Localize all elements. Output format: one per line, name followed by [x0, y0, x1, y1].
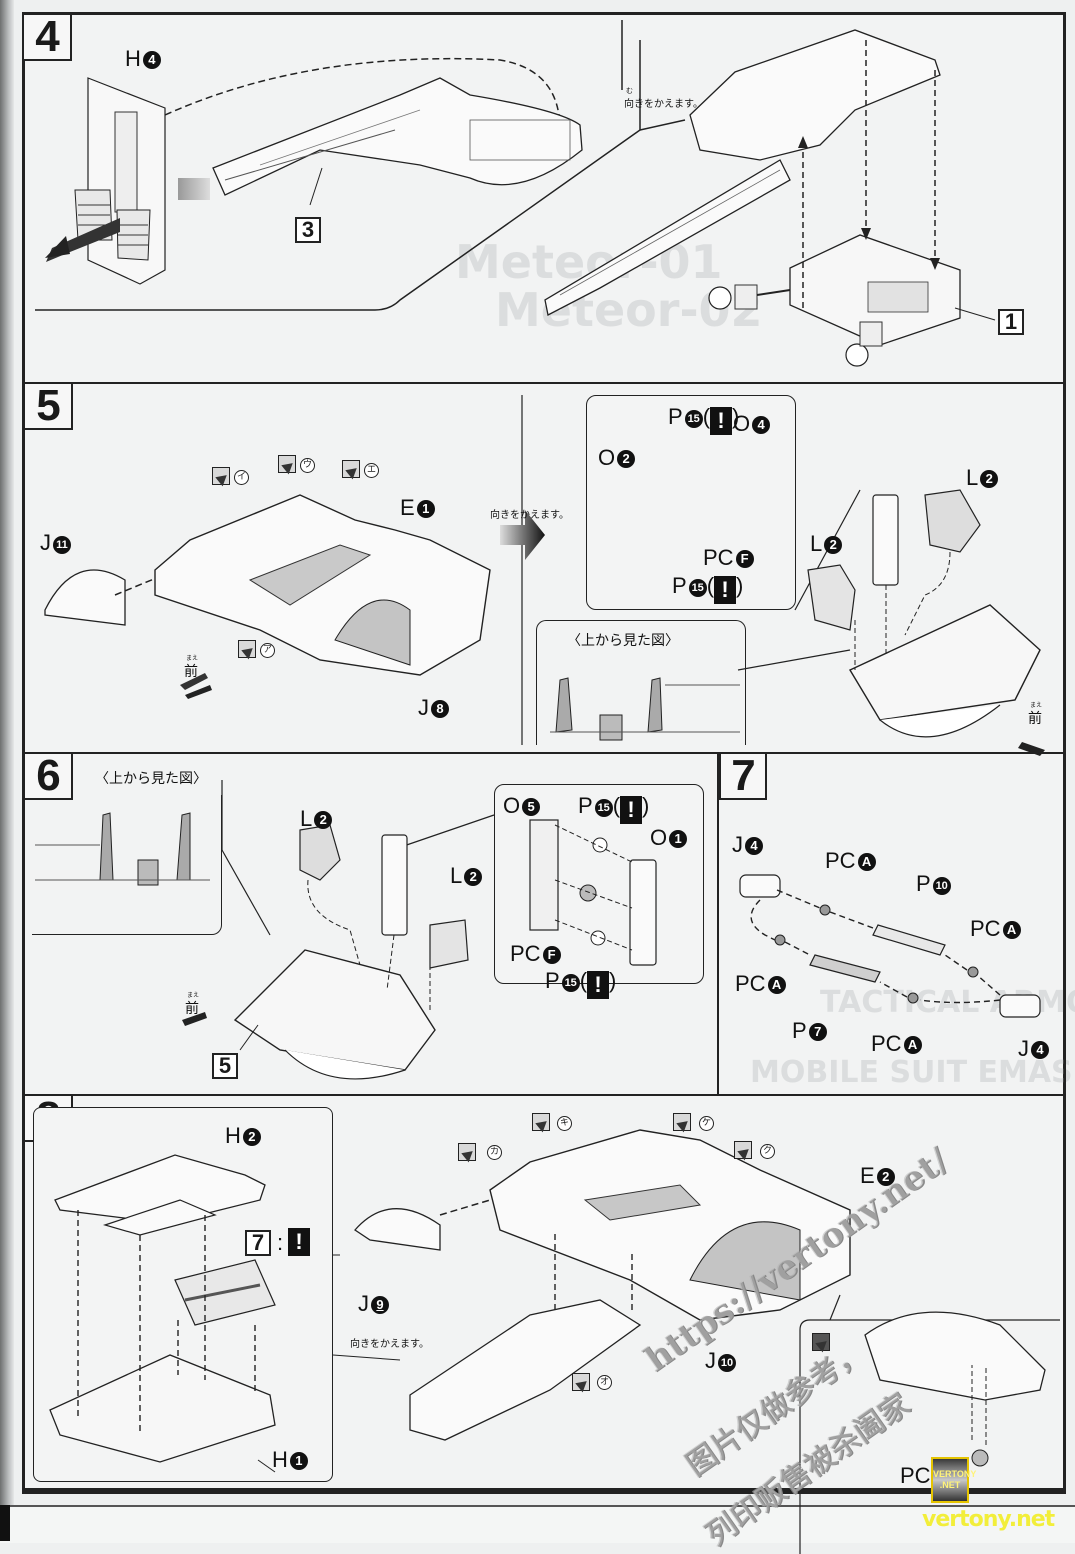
note-reorient: 向きをかえます。	[490, 510, 569, 521]
step-8-drawing	[49, 1129, 1060, 1554]
step-number: 7	[719, 754, 767, 800]
sticker-mark-a: ア	[260, 643, 275, 658]
step-6-top-view-inset	[32, 795, 222, 935]
sticker-icon	[212, 467, 230, 485]
sticker-icon	[532, 1113, 550, 1131]
note-reorient: 向きをかえます。	[350, 1339, 429, 1350]
step-number: 4	[24, 15, 72, 61]
step-5-top-view-inset	[536, 620, 746, 745]
subassembly-3: 3	[295, 217, 321, 243]
sticker-icon	[342, 460, 360, 478]
step-6-drawing	[35, 780, 657, 1080]
sticker-icon	[278, 455, 296, 473]
vertony-footer: vertony.net	[922, 1507, 1055, 1532]
sticker-mark-ka: カ	[487, 1145, 502, 1160]
top-view-caption: 〈上から見た図〉	[567, 633, 679, 649]
step-number: 5	[25, 384, 73, 430]
note-reorient: む向きをかえます。	[624, 87, 703, 110]
sticker-mark-i: イ	[234, 470, 249, 485]
base-part-1	[708, 234, 961, 367]
part-3-assembly	[212, 77, 583, 196]
step-4-callout-lines	[35, 20, 996, 367]
sticker-mark-o: オ	[597, 1375, 612, 1390]
subassembly-1: 1	[998, 309, 1024, 335]
step-number: 6	[25, 754, 73, 800]
step-6-detail-inset	[494, 784, 704, 984]
sticker-mark-u: ウ	[300, 458, 315, 473]
sticker-icon	[458, 1143, 476, 1161]
sticker-icon	[734, 1141, 752, 1159]
ghost-text-4: MOBILE SUIT EMASDSO	[750, 1055, 1075, 1090]
sticker-mark-e: エ	[364, 463, 379, 478]
sticker-mark-ki: キ	[557, 1116, 572, 1131]
part-h4-plate	[74, 77, 166, 285]
step-5-drawing	[44, 395, 1045, 756]
page-bottom-margin	[0, 1505, 1075, 1543]
caution-sticker-icon	[812, 1333, 830, 1351]
sticker-mark-ke: ケ	[699, 1116, 714, 1131]
sticker-mark-ku: ク	[760, 1144, 775, 1159]
front-label-right: まえ前	[1028, 702, 1043, 727]
scan-edge-shadow	[0, 0, 14, 1541]
label-pc: PC	[900, 1463, 931, 1488]
subassembly-5: 5	[212, 1053, 238, 1079]
sticker-icon	[673, 1113, 691, 1131]
top-view-caption: 〈上から見た図〉	[95, 771, 207, 787]
front-label: まえ前	[184, 655, 199, 680]
scan-corner-shadow	[0, 1505, 10, 1541]
sticker-icon	[572, 1373, 590, 1391]
subassembly-7: 7	[245, 1230, 271, 1256]
step-7-drawing	[739, 874, 1041, 1018]
front-label: まえ前	[185, 992, 200, 1017]
rotated-part-assembly	[544, 29, 941, 316]
sticker-icon	[238, 640, 256, 658]
caution-icon: !	[288, 1228, 310, 1256]
vertony-badge: VERTONY .NET	[931, 1457, 976, 1503]
